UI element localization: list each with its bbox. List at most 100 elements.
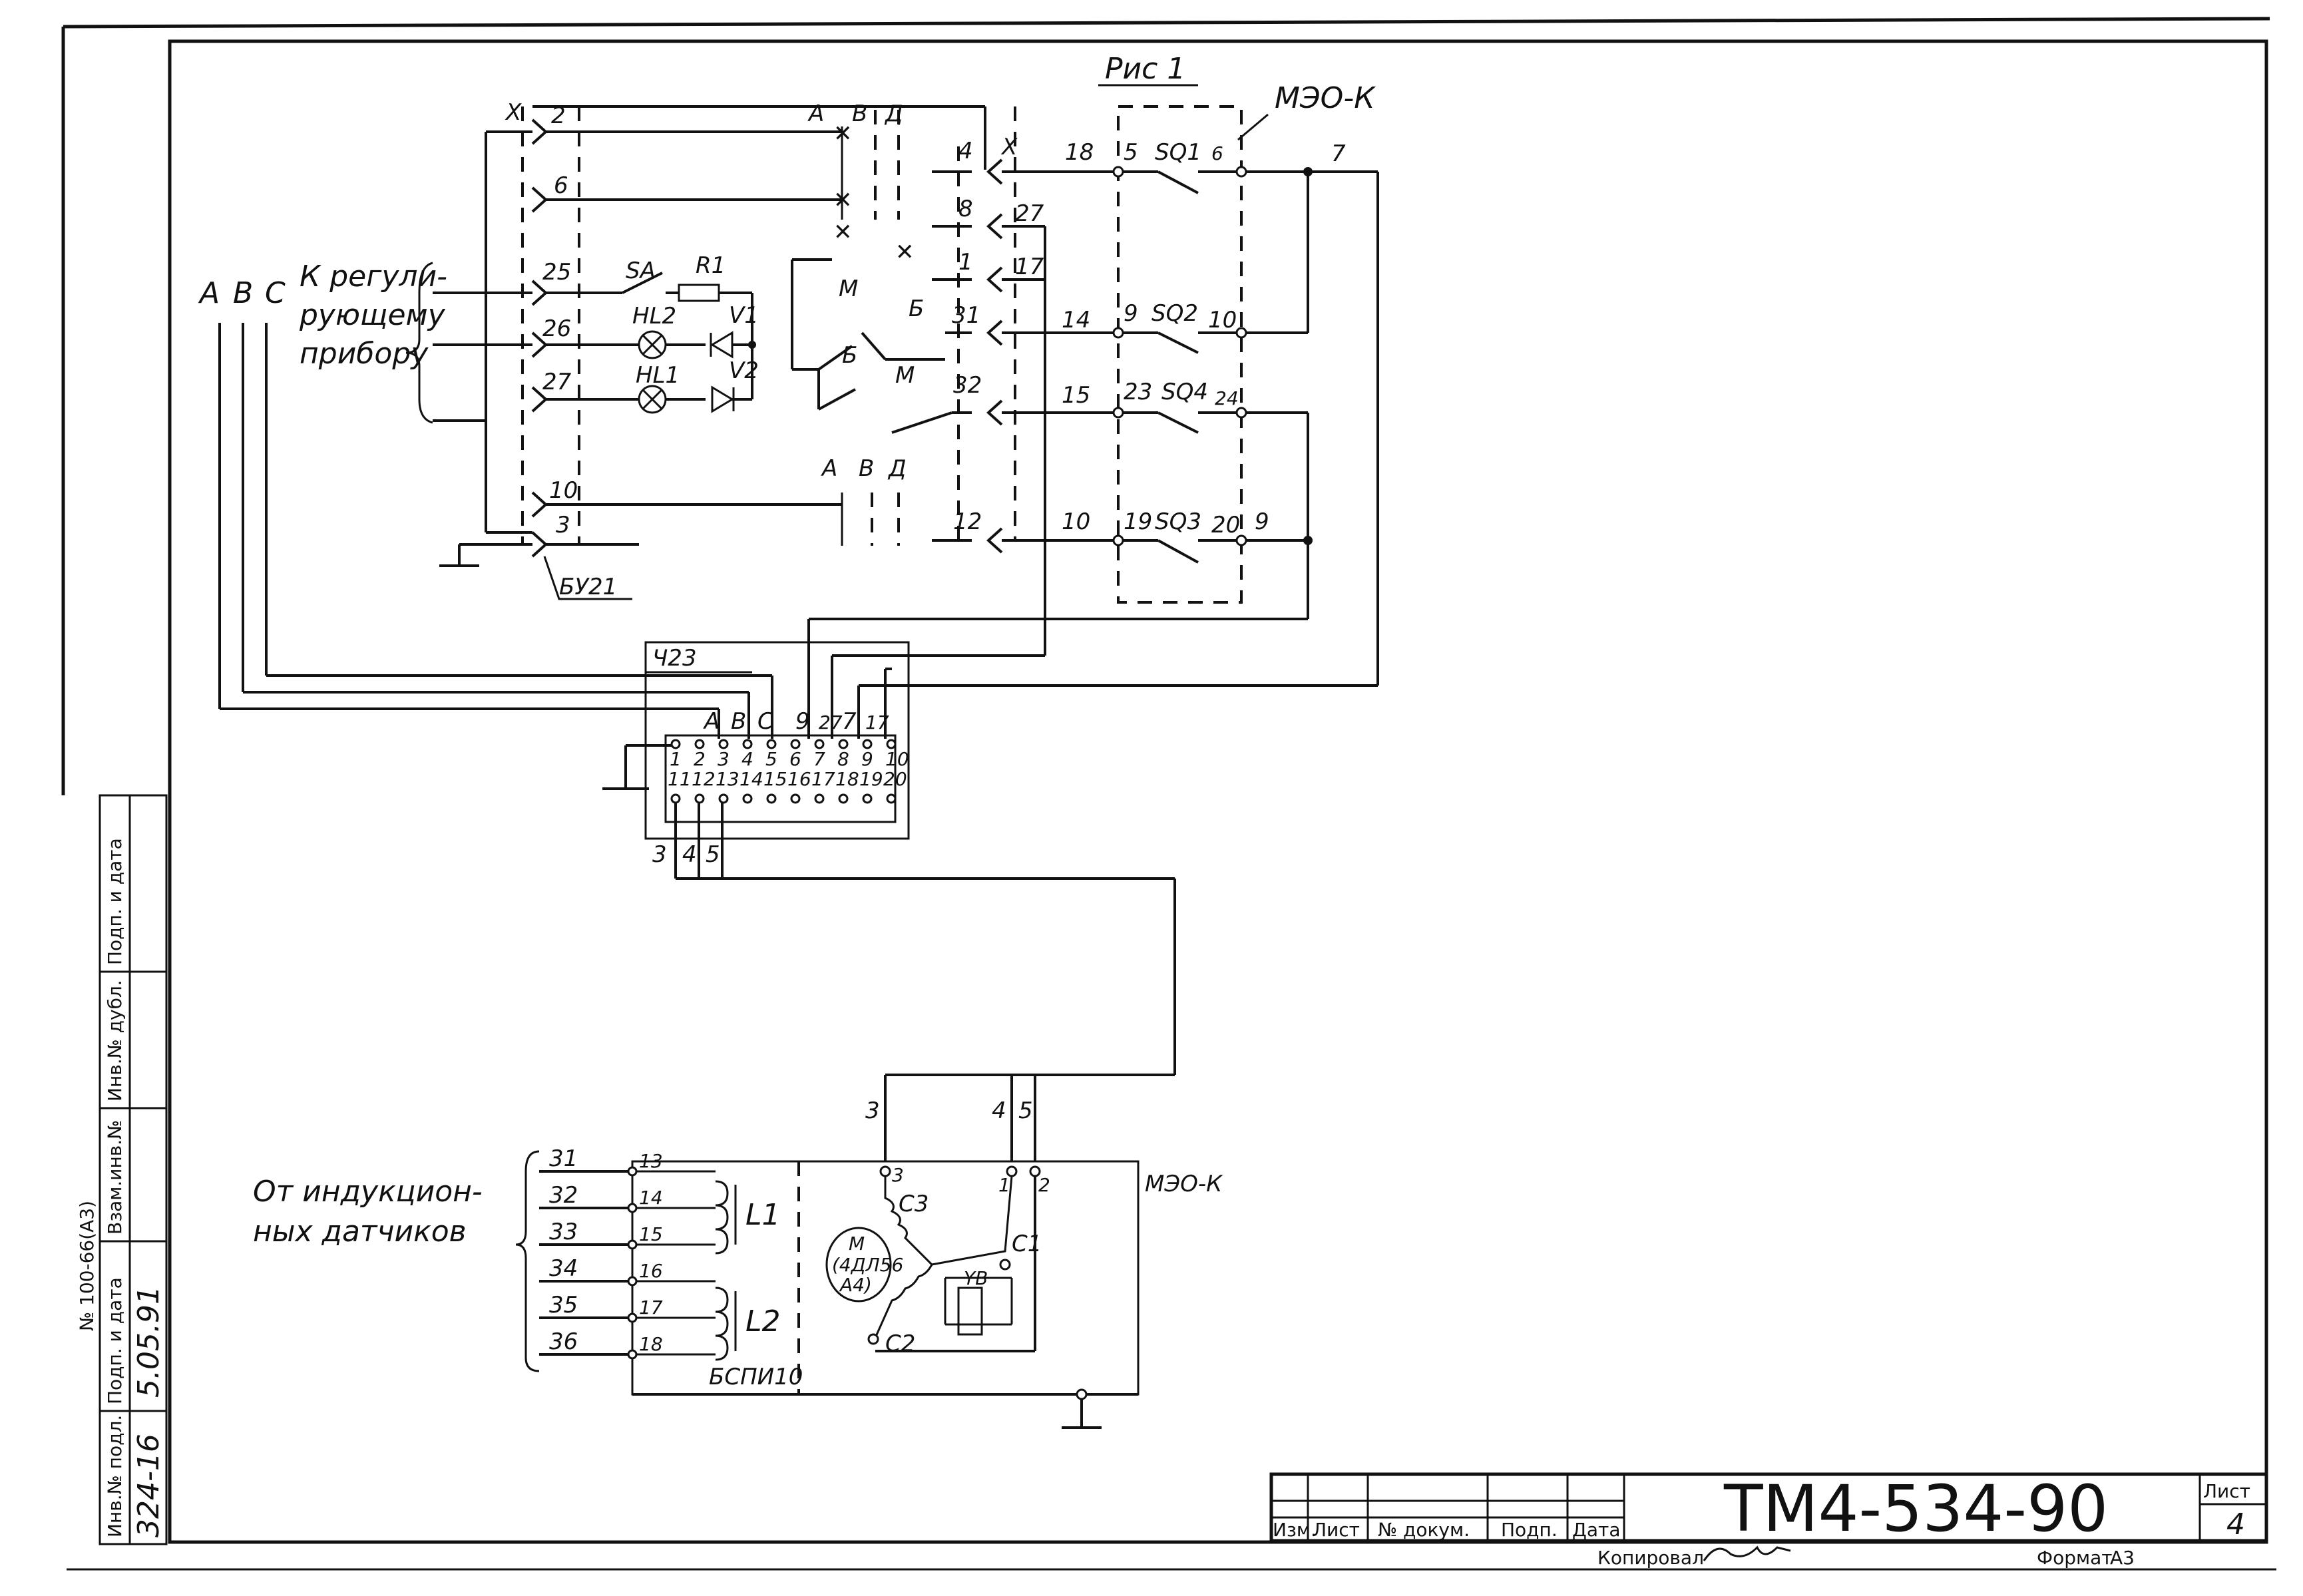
plug-pin [742,793,753,804]
plug-pin [694,793,705,804]
terminal [627,1349,638,1360]
svg-text:М: М [895,362,915,389]
plug-wire-labels: А В С 9 27 7 17 [703,708,889,735]
svg-text:МЭО-К: МЭО-К [1145,1171,1223,1197]
svg-text:(4ДЛ56: (4ДЛ56 [832,1254,903,1276]
svg-text:7: 7 [1331,140,1346,167]
plug-pin [838,739,849,749]
svg-text:ных датчиков: ных датчиков [253,1215,467,1249]
abc-b: В [233,276,253,310]
svg-text:3: 3 [892,1164,904,1186]
terminal-label: 18 [639,1333,663,1355]
plug-pin [670,739,681,749]
left-pin-27: 27 [531,369,586,413]
right-pin-32: 32 [952,372,1118,426]
svg-text:1: 1 [958,249,973,276]
abc-a: А [198,276,220,310]
limit-switch-sq1: 5 SQ1 6 7 [1112,139,1378,194]
svg-text:Лист: Лист [2203,1480,2250,1502]
limit-switch-sq2: 9 SQ2 10 [1112,300,1308,354]
svg-text:С3: С3 [899,1191,929,1217]
svg-text:Копировал: Копировал [1597,1547,1704,1569]
svg-text:R1: R1 [696,252,726,279]
block-name: БСПИ10 [709,1364,803,1390]
plug-pin-label: 13 [716,768,739,790]
svg-text:М: М [839,276,858,302]
svg-text:М: М [849,1233,865,1255]
left-pin-10: 10 [531,477,842,518]
plug-pin [862,793,873,804]
svg-text:10: 10 [1208,307,1237,333]
svg-text:Подп. и дата: Подп. и дата [104,838,126,965]
svg-text:А3: А3 [2110,1547,2135,1569]
svg-text:3: 3 [652,841,667,868]
terminal [627,1239,638,1250]
plug-pin [838,793,849,804]
coil-icon [715,1180,737,1255]
svg-text:3: 3 [865,1097,880,1124]
svg-text:В: В [731,708,746,735]
svg-text:V2: V2 [729,357,759,384]
terminal-label: 13 [639,1150,663,1172]
svg-text:26: 26 [542,315,571,342]
plug-pin-label: 5 [765,748,777,770]
lamp-icon [638,330,667,359]
plug-pin [886,793,897,804]
plug-pin-label: 3 [718,748,730,770]
sensor-wire-label: 31 [549,1145,578,1172]
resistor-icon [678,284,720,302]
svg-text:25: 25 [542,259,571,286]
plug-pin [886,739,897,749]
svg-text:Подп. и дата: Подп. и дата [104,1277,126,1404]
svg-text:V1: V1 [729,302,759,329]
abc-c: С [265,276,286,310]
svg-text:рующему: рующему [299,298,446,332]
svg-text:17: 17 [865,711,889,733]
plug-pin-label: 8 [837,748,849,770]
svg-text:4: 4 [958,138,973,164]
left-components: SA R1 HL2 V1 HL1 [586,252,759,414]
svg-text:✕: ✕ [833,187,853,214]
left-pin-2: 2 [531,102,842,145]
terminal [627,1203,638,1213]
ground-icon [1062,1399,1102,1429]
svg-text:С: С [757,708,773,735]
svg-text:Д: Д [884,100,903,127]
terminal [627,1276,638,1287]
plug-pin-label: 12 [692,768,716,790]
svg-text:✕: ✕ [833,120,853,147]
terminal [627,1312,638,1323]
svg-text:L2: L2 [745,1304,781,1338]
plug-pin-label: 10 [885,748,909,770]
right-pin-31: 31 [945,302,1118,346]
svg-text:12: 12 [953,508,982,535]
svg-text:8: 8 [958,196,973,222]
plug-pin [718,739,729,749]
plug-pin [790,739,801,749]
svg-text:А4): А4) [839,1274,872,1296]
plug-pin [814,793,825,804]
svg-text:К регули-: К регули- [300,260,447,294]
plug-pin-label: 15 [763,768,787,790]
svg-text:С2: С2 [885,1330,915,1357]
svg-text:27: 27 [542,369,572,395]
plug-feed-wires [218,323,1378,739]
sensor-wire-label: 35 [549,1292,578,1318]
plug-pin [670,793,681,804]
plug-pin-label: 17 [811,768,835,790]
svg-text:С1: С1 [1012,1231,1042,1257]
svg-text:2: 2 [1038,1174,1050,1196]
sensor-wire-label: 32 [549,1182,578,1209]
plug-pin-label: 7 [813,748,825,770]
svg-text:HL1: HL1 [636,362,680,389]
plug-pin-label: 9 [861,748,873,770]
svg-text:SQ1: SQ1 [1155,139,1201,166]
plug-pin-label: 11 [668,768,692,790]
ground-icon [602,744,672,790]
